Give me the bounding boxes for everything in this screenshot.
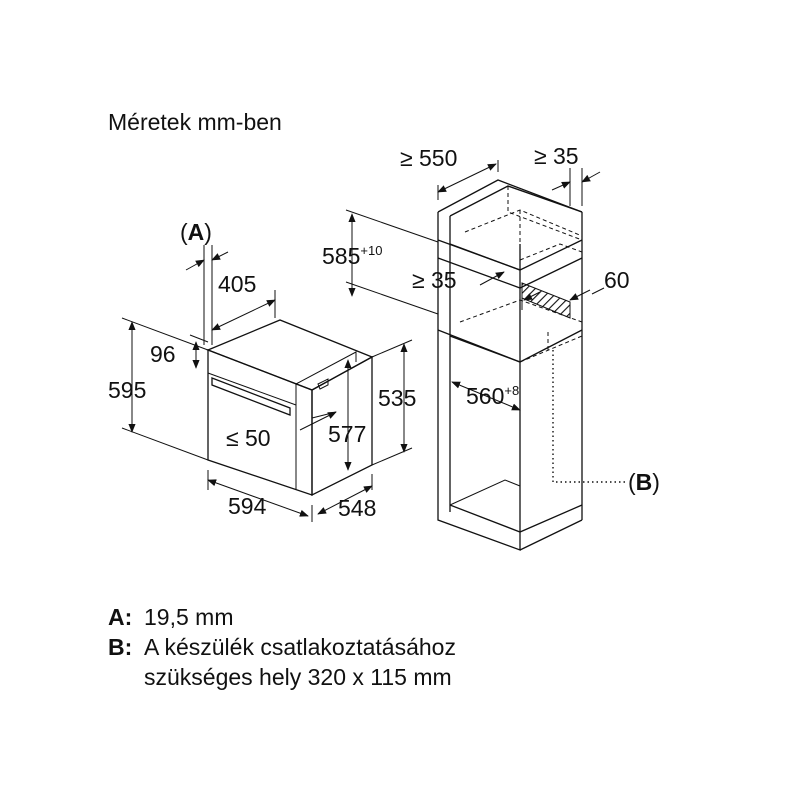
- legend-key-b: B:: [108, 634, 133, 660]
- dim-535: 535: [378, 385, 416, 411]
- vent-opening: [521, 282, 571, 319]
- legend-text-b-line2: szükséges hely 320 x 115 mm: [144, 664, 452, 690]
- dim-577: 577: [328, 421, 366, 447]
- cabinet-drawing: [437, 179, 625, 551]
- oven-handle: [211, 377, 291, 416]
- dim-595: 595: [108, 377, 146, 403]
- cabinet-dimensions: ≥ 550 ≥ 35 585+10 ≥ 35 60 560+8 (B): [322, 143, 660, 495]
- legend-item-a: A: 19,5 mm: [108, 602, 456, 632]
- dim-35-top: ≥ 35: [534, 143, 579, 169]
- legend: A: 19,5 mm B: A készülék csatlakoztatásá…: [108, 602, 456, 692]
- oven-top: [206, 319, 374, 391]
- dim-594: 594: [228, 493, 267, 519]
- dim-560: 560+8: [466, 383, 519, 409]
- legend-text-b: A készülék csatlakoztatásához: [144, 634, 456, 660]
- title: Méretek mm-ben: [108, 109, 282, 135]
- a-marker-label: (A): [180, 219, 212, 245]
- b-marker-label: (B): [628, 469, 660, 495]
- oven-drawing: [206, 319, 374, 497]
- dim-96: 96: [150, 341, 176, 367]
- dim-405: 405: [218, 271, 256, 297]
- dim-585: 585+10: [322, 243, 382, 269]
- dim-548: 548: [338, 495, 376, 521]
- dim-35-shelf: ≥ 35: [412, 267, 457, 293]
- legend-text-a: 19,5 mm: [144, 604, 234, 630]
- legend-item-b: B: A készülék csatlakoztatásához: [108, 632, 456, 662]
- legend-key-a: A:: [108, 604, 133, 630]
- oven-dimensions: (A) 405 96 595 ≤ 50 594 548 577: [108, 219, 416, 522]
- dim-60: 60: [604, 267, 630, 293]
- dim-cutout-50: ≤ 50: [226, 425, 271, 451]
- connection-space-line: [552, 350, 625, 483]
- dim-550: ≥ 550: [400, 145, 457, 171]
